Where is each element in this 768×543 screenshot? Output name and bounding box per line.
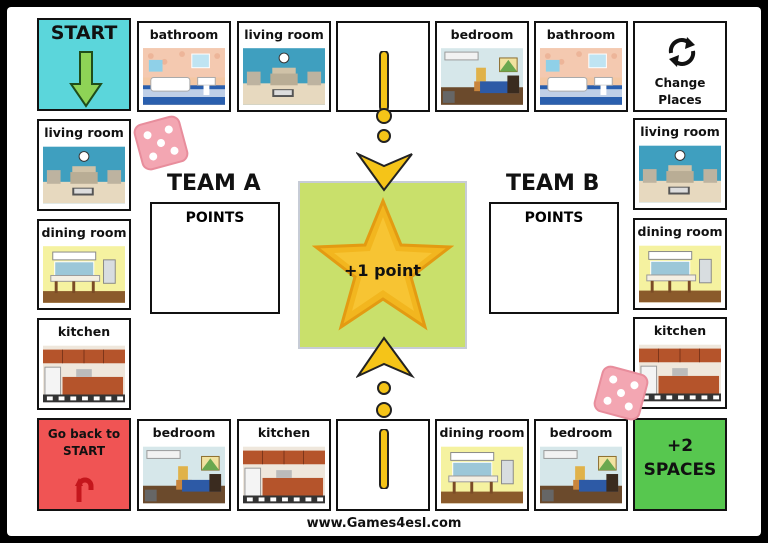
star-icon [312,197,454,331]
tile-bottom-1[interactable]: bedroom [137,419,231,511]
ladder-bottom-icon [379,429,389,489]
tile-top-1[interactable]: bathroom [137,21,231,112]
start-tile[interactable]: START [37,18,131,111]
tile-right-1[interactable]: living room [633,118,727,210]
team-a-points-label: POINTS [185,210,245,226]
tile-label: bedroom [549,425,613,440]
living-room-image [639,144,721,204]
tile-label: bathroom [149,27,219,42]
plus-two-label: +2 SPACES [643,436,717,480]
living-room-image [43,145,125,205]
dining-room-image [441,445,523,505]
team-b-points-box[interactable]: POINTS [489,202,619,314]
tile-label: dining room [439,425,525,440]
bedroom-image [540,445,622,505]
tile-left-1[interactable]: living room [37,119,131,211]
tile-left-2[interactable]: dining room [37,219,131,310]
go-back-label: Go back to START [47,427,121,458]
path-dots-bottom [356,336,415,418]
path-dots-top [356,108,413,192]
tile-label: bedroom [450,27,514,42]
tile-top-5[interactable]: bathroom [534,21,628,112]
tile-label: living room [244,27,324,42]
dining-room-image [639,244,721,304]
bedroom-image [441,47,523,106]
tile-bottom-4[interactable]: dining room [435,419,529,511]
center-bonus-square[interactable]: +1 point [298,181,467,349]
plus-two-spaces-tile[interactable]: +2 SPACES [633,418,727,511]
change-places-label: Change Places [654,76,706,107]
tile-label: kitchen [57,324,111,339]
tile-right-3[interactable]: kitchen [633,317,727,409]
living-room-image [243,47,325,106]
tile-top-4[interactable]: bedroom [435,21,529,112]
kitchen-image [243,445,325,505]
tile-left-3[interactable]: kitchen [37,318,131,410]
tile-top-3[interactable] [336,21,430,112]
tile-label: kitchen [653,323,707,338]
down-arrow-icon [69,51,103,108]
change-places-tile[interactable]: Change Places [633,21,727,112]
tile-label: dining room [41,225,127,240]
tile-right-2[interactable]: dining room [633,218,727,310]
swap-arrows-icon [668,37,696,67]
team-a-title: TEAM A [167,171,261,196]
tile-bottom-2[interactable]: kitchen [237,419,331,511]
tile-bottom-5[interactable]: bedroom [534,419,628,511]
dice-icon [593,365,649,421]
tile-label: kitchen [257,425,311,440]
start-label: START [50,22,118,44]
dining-room-image [43,245,125,304]
team-b-points-label: POINTS [524,210,584,226]
team-b-title: TEAM B [506,171,600,196]
bathroom-image [540,47,622,106]
u-turn-arrow-icon [75,477,94,502]
tile-label: dining room [637,224,723,239]
team-a-points-box[interactable]: POINTS [150,202,280,314]
tile-label: living room [640,124,720,139]
tile-bottom-3[interactable] [336,419,430,511]
bathroom-image [143,47,225,106]
footer-url[interactable]: www.Games4esl.com [306,516,462,531]
bedroom-image [143,445,225,505]
tile-top-2[interactable]: living room [237,21,331,112]
kitchen-image [43,344,125,404]
tile-label: living room [44,125,124,140]
star-points-label: +1 point [343,261,422,280]
tile-label: bedroom [152,425,216,440]
ladder-top-icon [379,51,389,110]
dice-icon [133,115,189,171]
go-back-tile[interactable]: Go back to START [37,418,131,511]
tile-label: bathroom [546,27,616,42]
